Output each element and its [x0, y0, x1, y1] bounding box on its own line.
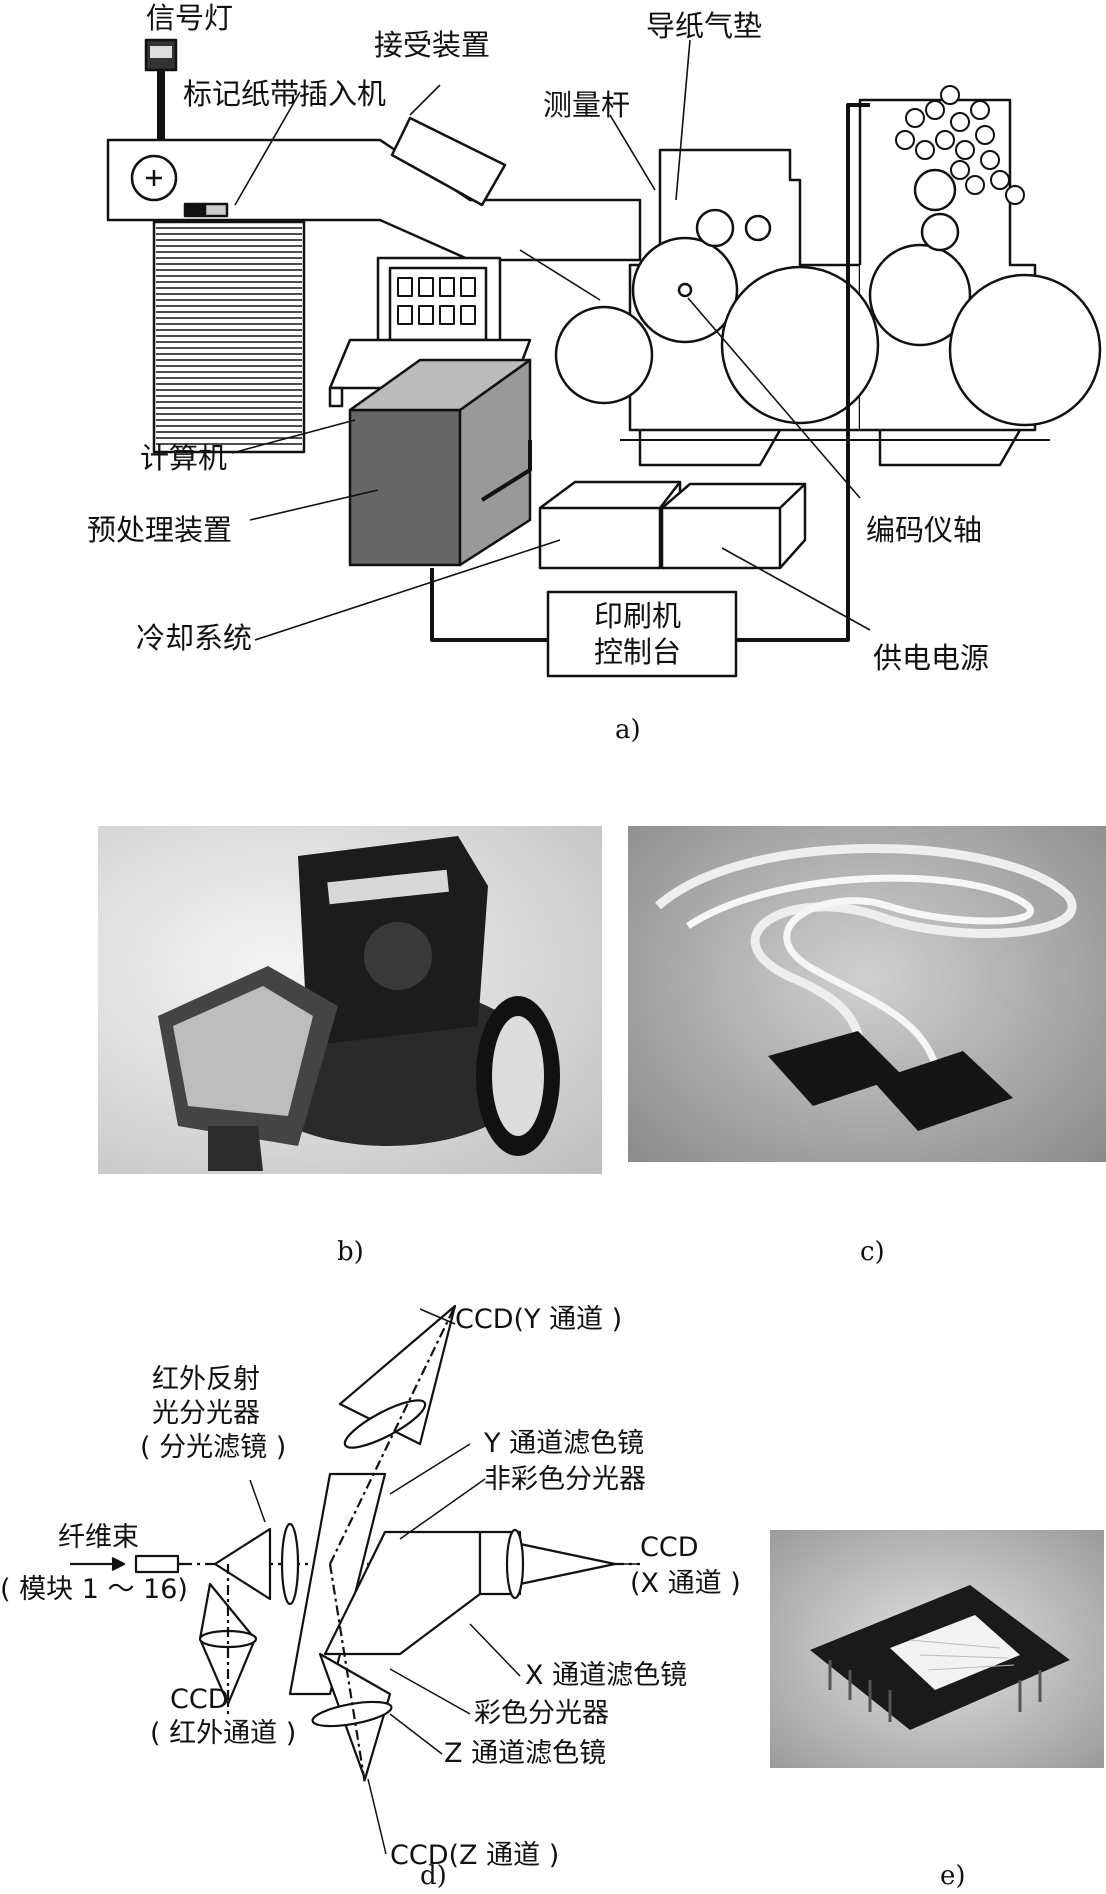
- label-console-2: 控制台: [594, 635, 681, 669]
- figure-d-diagram: CCD(Y 通道 ) 红外反射 光分光器 ( 分光滤镜 ) Y 通道滤色镜 非彩…: [0, 1304, 966, 1891]
- label-encoder-shaft: 编码仪轴: [866, 513, 982, 547]
- label-ccd-x-1: CCD: [640, 1532, 699, 1563]
- label-color-splitter: 彩色分光器: [474, 1698, 609, 1729]
- label-marker-inserter: 标记纸带插入机: [183, 77, 386, 111]
- label-fiber: 纤维束: [58, 1522, 139, 1553]
- console-box: [546, 590, 738, 678]
- figure-a-diagram: 信号灯 标记纸带插入机 接受装置 导纸气垫 测量杆 计算机 预处理装置 冷却系统…: [87, 1, 1102, 745]
- caption-d: d): [420, 1861, 447, 1891]
- label-z-filter: Z 通道滤色镜: [444, 1738, 606, 1769]
- caption-c: c): [860, 1237, 885, 1267]
- power-supply-box: [660, 482, 807, 570]
- label-ccd-ir-1: CCD: [170, 1684, 229, 1715]
- photo-b: [98, 826, 602, 1174]
- preprocessor-cabinet: [348, 408, 462, 567]
- cooling-box: [538, 480, 682, 570]
- label-ccd-ir-2: ( 红外通道 ): [150, 1718, 296, 1749]
- photo-e: [770, 1530, 1104, 1768]
- fiber-bundle: [134, 1554, 180, 1574]
- label-ccd-y: CCD(Y 通道 ): [455, 1304, 622, 1335]
- label-ccd-z: CCD(Z 通道 ): [390, 1840, 559, 1871]
- label-ccd-x-2: (X 通道 ): [630, 1568, 741, 1599]
- label-receiver: 接受装置: [374, 28, 490, 62]
- label-ir-splitter-3: ( 分光滤镜 ): [140, 1432, 286, 1463]
- label-achromatic: 非彩色分光器: [484, 1464, 646, 1495]
- label-ir-splitter-2: 光分光器: [152, 1398, 260, 1429]
- label-y-filter: Y 通道滤色镜: [483, 1428, 644, 1459]
- caption-b: b): [337, 1237, 364, 1267]
- label-power-supply: 供电电源: [873, 641, 989, 675]
- caption-e: e): [940, 1861, 966, 1891]
- label-console-1: 印刷机: [594, 599, 681, 633]
- label-signal-lamp: 信号灯: [146, 1, 233, 35]
- label-module: ( 模块 1 ～ 16): [0, 1574, 188, 1605]
- label-measure-rod: 测量杆: [543, 88, 630, 122]
- label-computer: 计算机: [140, 441, 227, 475]
- label-paper-guide: 导纸气垫: [646, 9, 762, 43]
- caption-a: a): [615, 715, 641, 745]
- photo-c: [628, 826, 1106, 1162]
- label-preprocessor: 预处理装置: [87, 513, 232, 547]
- label-cooling: 冷却系统: [136, 621, 252, 655]
- paper-stack: [152, 220, 306, 454]
- label-x-filter: X 通道滤色镜: [525, 1660, 687, 1691]
- label-ir-splitter-1: 红外反射: [152, 1364, 260, 1395]
